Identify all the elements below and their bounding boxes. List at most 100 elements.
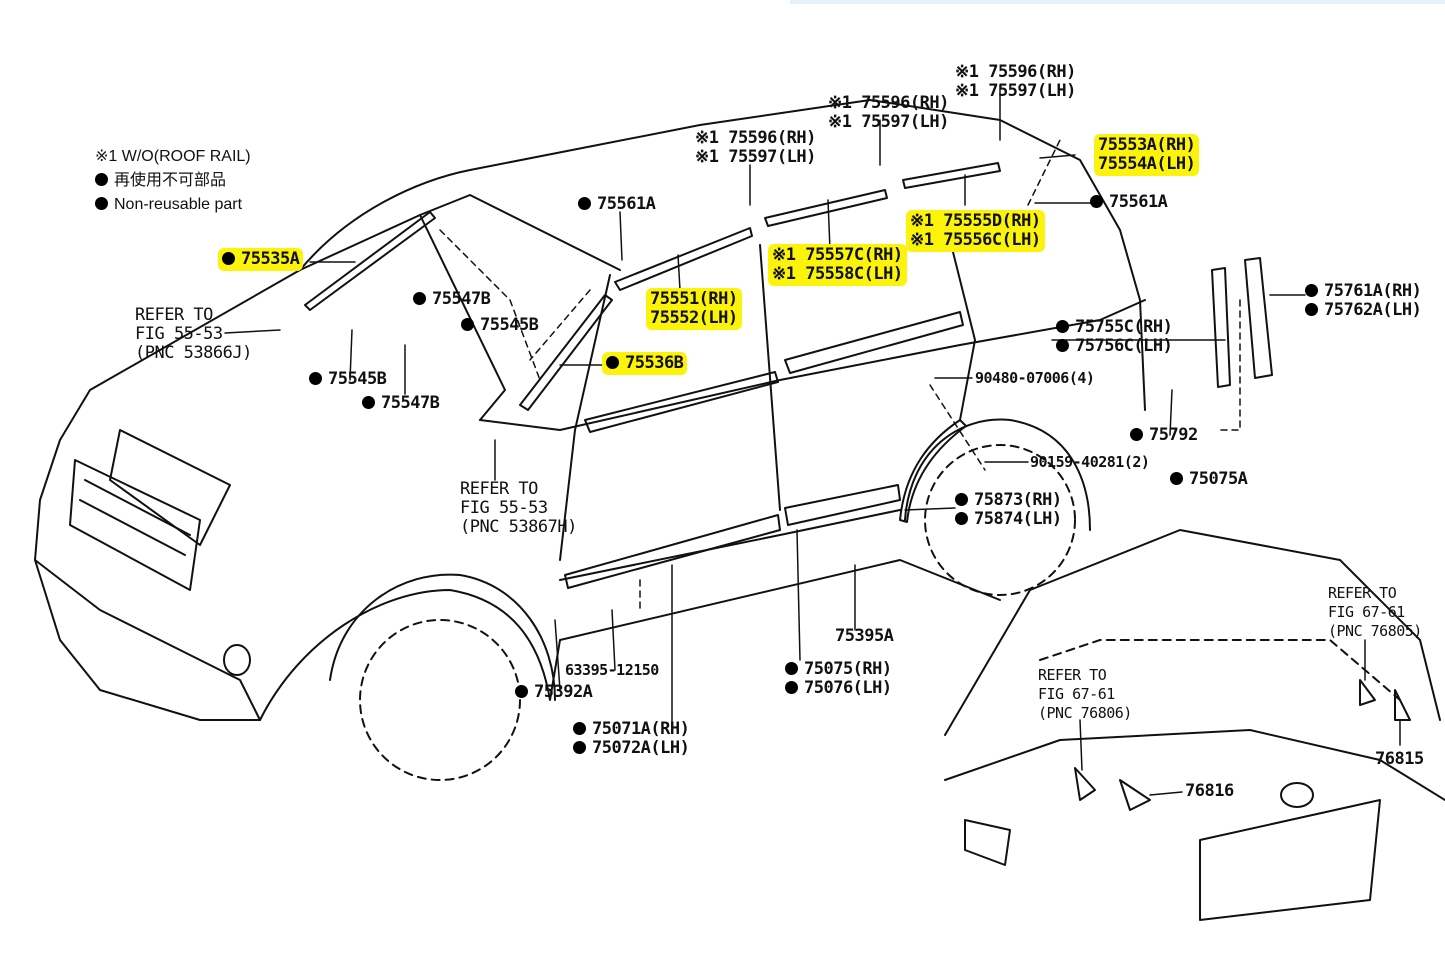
part-label-roof-rack-3[interactable]: ※1 75596(RH)※1 75597(LH) bbox=[955, 63, 1076, 101]
part-label-90480[interactable]: 90480-07006(4) bbox=[975, 369, 1095, 388]
bullet-icon bbox=[362, 396, 375, 409]
part-label-75547b[interactable]: 75547B bbox=[413, 289, 491, 309]
headlight bbox=[109, 429, 231, 546]
part-number: ※1 75555D(RH) bbox=[910, 211, 1041, 231]
ref-line: (PNC 76805) bbox=[1328, 622, 1422, 640]
bullet-icon bbox=[785, 681, 798, 694]
bullet-icon bbox=[1056, 320, 1069, 333]
part-number: 75761A(RH) bbox=[1324, 281, 1422, 301]
legend: ※1 W/O(ROOF RAIL) 再使用不可部品 Non-reusable p… bbox=[95, 145, 251, 217]
part-number: 75395A bbox=[835, 626, 894, 646]
part-label-75553a[interactable]: 75553A(RH)75554A(LH) bbox=[1094, 134, 1200, 176]
bullet-icon bbox=[1305, 284, 1318, 297]
belt-molding-front bbox=[584, 371, 779, 433]
part-number: 75392A bbox=[534, 682, 593, 702]
front-wheel-arch bbox=[329, 573, 556, 701]
part-76805 bbox=[1359, 679, 1376, 706]
bullet-icon bbox=[1305, 303, 1318, 316]
part-number: ※1 75597(LH) bbox=[828, 112, 949, 132]
ref-line: REFER TO bbox=[1038, 666, 1107, 684]
rear-view-outline bbox=[944, 529, 1441, 736]
part-label-75071a[interactable]: 75071A(RH)75072A(LH) bbox=[573, 719, 690, 758]
wheel-arch-molding bbox=[899, 419, 967, 523]
roof-molding-mid bbox=[764, 189, 888, 227]
ref-line: FIG 55-53 bbox=[460, 498, 548, 518]
part-number: 75561A bbox=[597, 194, 656, 214]
part-number: 75552(LH) bbox=[650, 308, 738, 328]
part-label-75545b[interactable]: 75545B bbox=[461, 315, 539, 335]
ref-line: FIG 67-61 bbox=[1038, 685, 1115, 703]
pillar-molding bbox=[519, 294, 613, 411]
part-label-75792[interactable]: 75792 bbox=[1130, 426, 1198, 445]
part-number: 76815 bbox=[1375, 749, 1424, 769]
door-molding-front bbox=[564, 514, 781, 589]
part-number: ※1 75596(RH) bbox=[695, 128, 816, 148]
part-number: 75535A bbox=[241, 249, 300, 269]
part-label-75755c[interactable]: 75755C(RH)75756C(LH) bbox=[1056, 318, 1173, 356]
part-label-75561a[interactable]: 75561A bbox=[578, 194, 656, 214]
part-number: ※1 75556C(LH) bbox=[910, 230, 1041, 250]
part-label-75761a[interactable]: 75761A(RH)75762A(LH) bbox=[1305, 281, 1422, 320]
part-number: ※1 75596(RH) bbox=[955, 62, 1076, 82]
part-label-75535a[interactable]: 75535A bbox=[218, 248, 304, 271]
legend-en: Non-reusable part bbox=[95, 193, 251, 217]
part-label-76815[interactable]: 76815 bbox=[1375, 750, 1424, 769]
part-label-75075a[interactable]: 75075A bbox=[1170, 470, 1248, 489]
part-label-75536b[interactable]: 75536B bbox=[602, 352, 688, 375]
part-label-63395[interactable]: 63395-12150 bbox=[565, 661, 659, 680]
roof-molding-front bbox=[614, 227, 753, 291]
part-number: 75554A(LH) bbox=[1098, 154, 1196, 174]
part-label-90159[interactable]: 90159-40281(2) bbox=[1030, 453, 1150, 472]
part-number: 90480-07006(4) bbox=[975, 369, 1095, 387]
part-number: 75536B bbox=[625, 353, 684, 373]
part-label-75545b-2[interactable]: 75545B bbox=[309, 370, 387, 389]
part-label-75547b-2[interactable]: 75547B bbox=[362, 394, 440, 413]
ref-line: FIG 67-61 bbox=[1328, 603, 1405, 621]
part-number: 75545B bbox=[480, 315, 539, 335]
rocker bbox=[559, 509, 901, 581]
windshield-molding bbox=[304, 211, 436, 311]
bullet-icon bbox=[222, 252, 235, 265]
bullet-icon bbox=[1130, 428, 1143, 441]
part-label-75555d[interactable]: ※1 75555D(RH)※1 75556C(LH) bbox=[906, 210, 1045, 252]
bullet-icon bbox=[785, 662, 798, 675]
rear-wheel-arch bbox=[904, 418, 1091, 531]
bullet-icon bbox=[955, 493, 968, 506]
part-number: 75547B bbox=[432, 289, 491, 309]
part-label-75392a[interactable]: 75392A bbox=[515, 682, 593, 702]
fog-light bbox=[223, 644, 251, 676]
rear-wheel bbox=[924, 444, 1076, 596]
ref-line: (PNC 53867H) bbox=[460, 517, 577, 537]
part-label-75551[interactable]: 75551(RH)75552(LH) bbox=[646, 288, 742, 330]
part-number: 75075(RH) bbox=[804, 659, 892, 679]
part-number: ※1 75597(LH) bbox=[955, 81, 1076, 101]
part-label-roof-rack-2[interactable]: ※1 75596(RH)※1 75597(LH) bbox=[828, 94, 949, 132]
part-number: 75071A(RH) bbox=[592, 719, 690, 739]
legend-en-text: Non-reusable part bbox=[114, 196, 243, 213]
bullet-icon bbox=[573, 722, 586, 735]
part-label-75873[interactable]: 75873(RH)75874(LH) bbox=[955, 491, 1062, 529]
ref-line: REFER TO bbox=[135, 305, 213, 325]
bullet-icon bbox=[95, 173, 108, 186]
part-number: ※1 75596(RH) bbox=[828, 93, 949, 113]
rear-pillar-garnish-1 bbox=[1211, 267, 1231, 388]
top-edge bbox=[790, 0, 1445, 4]
rear-lamp bbox=[964, 819, 1011, 866]
part-number: 75076(LH) bbox=[804, 678, 892, 698]
bullet-icon bbox=[413, 292, 426, 305]
part-label-75557c[interactable]: ※1 75557C(RH)※1 75558C(LH) bbox=[768, 244, 907, 286]
part-label-75561a-2[interactable]: 75561A bbox=[1090, 193, 1168, 212]
legend-note: ※1 W/O(ROOF RAIL) bbox=[95, 148, 251, 165]
part-label-roof-rack-1[interactable]: ※1 75596(RH)※1 75597(LH) bbox=[695, 129, 816, 167]
part-label-76816[interactable]: 76816 bbox=[1185, 782, 1234, 801]
part-label-75075[interactable]: 75075(RH)75076(LH) bbox=[785, 660, 892, 698]
windshield bbox=[299, 214, 506, 421]
part-label-75395a[interactable]: 75395A bbox=[835, 626, 894, 646]
lower-body bbox=[259, 559, 1001, 721]
